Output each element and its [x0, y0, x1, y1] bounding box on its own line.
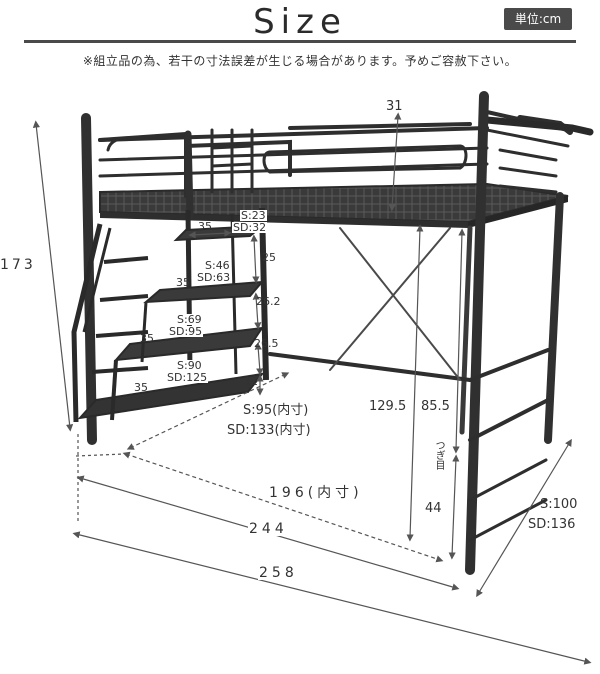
step-3-s: S:69 [176, 313, 203, 326]
dim-lower-post: 44 [424, 501, 443, 516]
bed-frame [81, 91, 594, 575]
step-2-s: S:46 [204, 259, 231, 272]
page-title: Size [253, 2, 347, 42]
step-4-sd: SD:125 [166, 371, 209, 384]
dimension-lines [32, 112, 592, 665]
unit-badge: 単位:cm [504, 8, 572, 30]
stair-shelf-depth-2: 35 [176, 276, 190, 289]
step-2-sd: SD:63 [196, 271, 232, 284]
riser-1: 25 [262, 251, 276, 264]
dim-length-244: 244 [248, 521, 289, 537]
step-1-s: S:23 [240, 209, 267, 222]
title-rule [24, 40, 576, 43]
dim-depth-s: S:100 [540, 497, 578, 512]
dim-ladder-deck: 85.5 [420, 399, 451, 414]
riser-3: 26.5 [254, 337, 279, 350]
stair-shelf-depth-4: 35 [134, 381, 148, 394]
joint-label: つぎ目 [432, 440, 444, 470]
stair-shelf-depth-3: 35 [140, 332, 154, 345]
dim-width-inner-sd: SD:133(内寸) [226, 423, 312, 438]
riser-4: 11 [244, 375, 258, 388]
stair-shelf-depth-1: 35 [198, 220, 212, 233]
riser-2: 26.2 [256, 295, 281, 308]
step-3-sd: SD:95 [168, 325, 204, 338]
stair-unit [71, 207, 269, 423]
dim-clearance: 129.5 [368, 399, 408, 414]
assembly-notice: ※組立品の為、若干の寸法誤差が生じる場合があります。予めご容赦下さい。 [82, 54, 518, 68]
step-1-sd: SD:32 [232, 221, 268, 234]
dim-length-258: 258 [258, 565, 299, 581]
dim-total-height: 173 [0, 257, 36, 273]
dim-depth-sd: SD:136 [528, 517, 576, 532]
dim-width-inner-s: S:95(内寸) [242, 403, 310, 418]
dim-guard-height: 31 [386, 99, 403, 114]
dim-length-inner: 196(内寸) [268, 485, 364, 501]
step-4-s: S:90 [176, 359, 203, 372]
